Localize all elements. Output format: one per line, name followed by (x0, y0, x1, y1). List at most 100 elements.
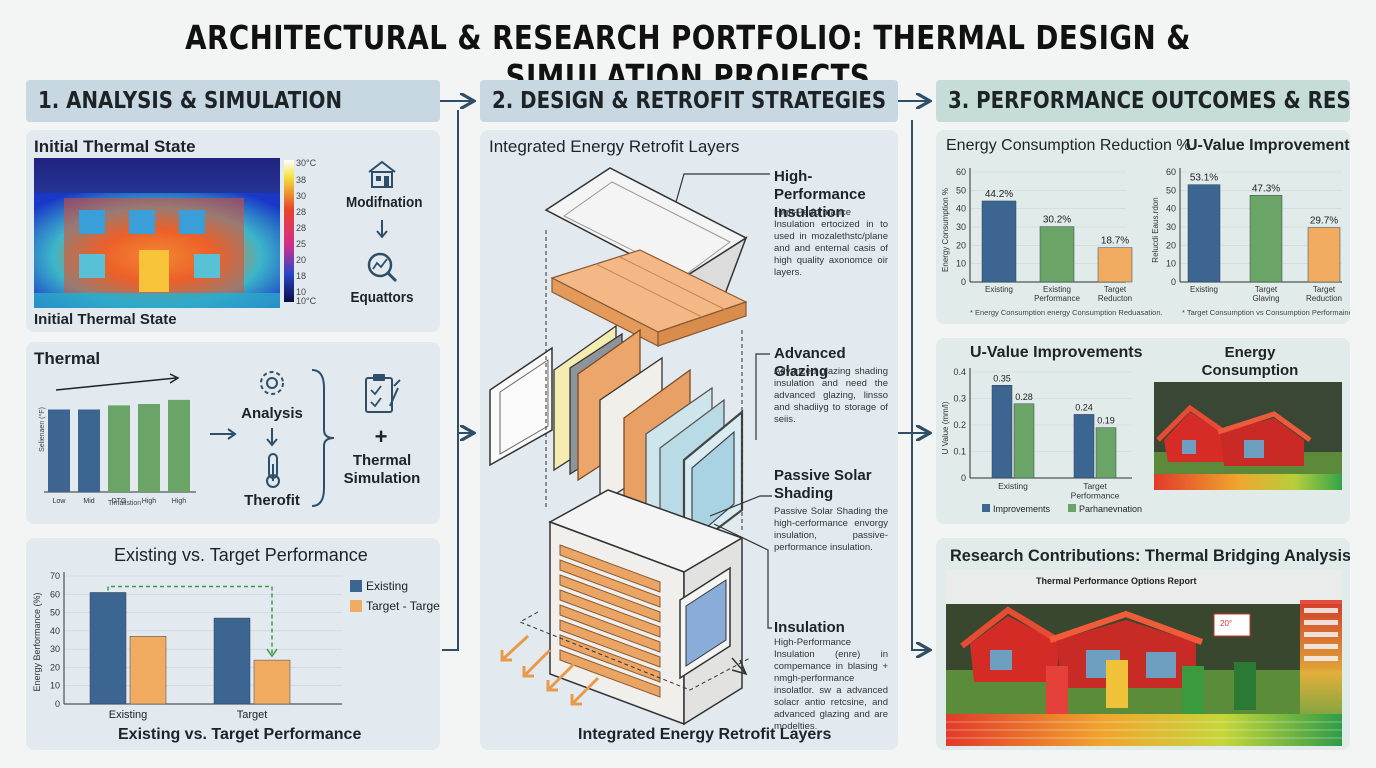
bar (129, 636, 167, 705)
column-heading-design: 2. DESIGN & RETROFIT STRATEGIES (480, 80, 898, 122)
legend-swatch (1068, 504, 1076, 512)
bar (981, 200, 1017, 283)
layer-title-insulation: High-Performance Insulation (774, 168, 866, 221)
x-tick-label: Target (1104, 285, 1127, 294)
bar (991, 385, 1013, 479)
legend-label: Target - Target (366, 599, 440, 613)
report-tag: 20° (1220, 619, 1233, 628)
retrofit-layers-caption: Integrated Energy Retrofit Layers (578, 726, 832, 743)
x-tick-label: DTG (112, 498, 127, 505)
research-panel: Research Contributions: Thermal Bridging… (936, 538, 1350, 750)
y-tick-label: 60 (50, 589, 60, 599)
bar (1039, 226, 1075, 283)
building-icon (368, 160, 396, 188)
y-tick-label: 40 (956, 204, 966, 214)
x-tick-label: Performance (1034, 294, 1080, 303)
data-label: 0.24 (1075, 402, 1093, 412)
bar (1073, 414, 1095, 479)
data-label: 0.35 (993, 373, 1011, 383)
performance-title: Existing vs. Target Performance (114, 545, 368, 565)
thermal-bridging-report-image (946, 570, 1342, 746)
legend-label: Existing (366, 579, 408, 593)
bar (1095, 427, 1117, 479)
y-tick-label: 60 (956, 167, 966, 177)
thermal-panel-title: Thermal (34, 349, 101, 368)
scale-label: 28 (296, 223, 307, 233)
legend-label: Parhanevnation (1079, 504, 1142, 514)
scale-label: 38 (296, 175, 307, 185)
legend-swatch (350, 600, 362, 612)
y-tick-label: 10 (956, 259, 966, 269)
y-tick-label: 30 (956, 222, 966, 232)
x-tick-label: Reduction (1306, 294, 1342, 303)
y-tick-label: 50 (50, 608, 60, 618)
x-tick-label: Glaving (1252, 294, 1279, 303)
flow-step-equations: Equattors (350, 289, 414, 306)
bar (78, 409, 100, 492)
scale-label: 20 (296, 255, 307, 265)
uvalue2-title: U-Value Improvements (970, 344, 1143, 361)
column-heading-analysis: 1. ANALYSIS & SIMULATION (26, 80, 440, 122)
report-title: Thermal Performance Options Report (1036, 576, 1197, 586)
x-tick-label: High (142, 498, 157, 505)
y-tick-label: 50 (1166, 185, 1176, 195)
layer-text-glazing: Advanced glazing shading insulation and … (774, 366, 888, 425)
layer-text-envelope: High-Performance Insulation (enre) in co… (774, 637, 888, 732)
flow-step-analysis: Analysis (241, 405, 303, 422)
y-tick-label: 0 (961, 277, 966, 287)
x-tick-label: Existing (109, 709, 148, 721)
brace-connector (311, 369, 335, 507)
y-tick-label: 20 (50, 662, 60, 672)
trend-connector (107, 585, 273, 657)
performance-caption: Existing vs. Target Performance (118, 726, 362, 743)
data-label: 30.2% (1043, 215, 1071, 226)
thermal-state-title: Initial Thermal State (34, 137, 196, 156)
thermal-scale-bar (284, 160, 294, 302)
bar (1187, 184, 1221, 283)
column-heading-outcomes: 3. PERFORMANCE OUTCOMES & RESEARCH (936, 80, 1350, 122)
energy-chart-title: Energy Consumption Reduction % (946, 137, 1191, 154)
exploded-axonometric-diagram (489, 167, 772, 726)
x-tick-label: Existing (1190, 285, 1218, 294)
x-tick-label: Existing (998, 481, 1028, 491)
arrow-right-icon (210, 428, 237, 440)
retrofit-layers-panel: Integrated Energy Retrofit Layers (480, 130, 898, 750)
y-tick-label: 40 (1166, 204, 1176, 214)
y-tick-label: 50 (956, 185, 966, 195)
y-tick-label: 0 (1171, 277, 1176, 287)
scale-label: 28 (296, 207, 307, 217)
clipboard-icon (365, 374, 401, 413)
y-axis-label: U Value (mm/l) (941, 401, 950, 454)
energy-chart-note: * Energy Consumption energy Consumption … (970, 308, 1163, 317)
y-tick-label: 20 (956, 240, 966, 250)
research-title: Research Contributions: Thermal Bridging… (950, 546, 1350, 565)
y-tick-label: 70 (50, 571, 60, 581)
layer-text-shading: Passive Solar Shading the high-cerforman… (774, 506, 888, 553)
trend-arrowhead (266, 648, 278, 658)
thermal-chart-ylabel: Selienaen (°F) (38, 407, 46, 452)
x-tick-label: Existing (1043, 285, 1071, 294)
legend-swatch (982, 504, 990, 512)
flow-step-thermal-simulation: Thermal Simulation (343, 452, 421, 487)
data-label: 44.2% (985, 189, 1013, 200)
data-label: 0.19 (1097, 416, 1115, 426)
y-tick-label: 10 (1166, 259, 1176, 269)
scale-label: 10 (296, 287, 307, 297)
layer-title-envelope: Insulation (774, 619, 845, 636)
x-tick-label: Existing (985, 285, 1013, 294)
x-tick-label: Target (1255, 285, 1278, 294)
scale-label: 30°C (296, 158, 317, 168)
data-label: 53.1% (1190, 173, 1218, 184)
bar (1013, 403, 1035, 479)
legend-swatch (350, 580, 362, 592)
thermal-state-panel: Initial Thermal State (26, 130, 440, 332)
y-tick-label: 0.4 (953, 367, 966, 377)
x-tick-label: Reducton (1098, 294, 1132, 303)
